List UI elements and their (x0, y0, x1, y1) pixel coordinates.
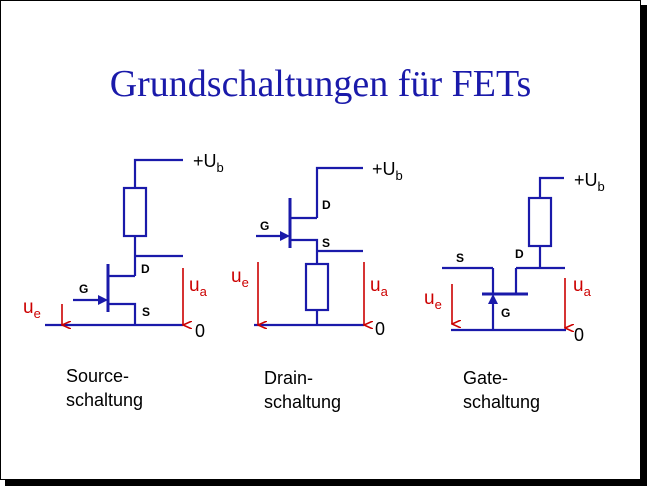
source-label: S (142, 305, 150, 319)
drain-resistor (122, 186, 148, 238)
supply-wire (315, 166, 363, 218)
drain-circuit: +Ub D G S ue ua 0 (231, 159, 403, 339)
source-resistor (304, 262, 330, 312)
source-label: S (322, 236, 330, 250)
drain-label: D (515, 247, 524, 261)
supply-label: +Ub (193, 151, 224, 175)
caption-line-1: Drain- (264, 368, 314, 388)
caption-line-1: Source- (66, 366, 130, 386)
drain-label: D (322, 198, 331, 212)
source-lead (290, 238, 319, 264)
ground-label: 0 (195, 321, 205, 341)
input-voltage-label: ue (231, 266, 249, 290)
caption-gate-circuit: Gate- schaltung (463, 366, 540, 414)
supply-wire (133, 158, 183, 188)
gate-label: G (79, 282, 88, 296)
page-title: Grundschaltungen für FETs (109, 63, 532, 105)
source-lead (108, 302, 137, 325)
slide (0, 0, 641, 480)
gate-arrow-icon (280, 231, 290, 241)
gate-label: G (260, 219, 269, 233)
supply-label: +Ub (372, 159, 403, 183)
input-voltage-label: ue (424, 288, 442, 312)
output-voltage-label: ua (189, 275, 208, 299)
input-voltage-label: ue (23, 297, 41, 321)
slide-shadow-right (641, 5, 647, 486)
caption-drain-circuit: Drain- schaltung (264, 366, 341, 414)
drain-label: D (141, 262, 150, 276)
caption-line-2: schaltung (66, 390, 144, 410)
gate-circuit: +Ub D S G ue ua 0 (424, 170, 605, 345)
source-label: S (456, 251, 464, 265)
caption-line-1: Gate- (463, 368, 509, 388)
supply-wire (538, 176, 564, 198)
output-voltage-label: ua (370, 275, 389, 299)
source-circuit: +Ub D G S ue ua 0 (23, 151, 224, 341)
slide-shadow-bottom (5, 480, 647, 486)
gate-arrow-icon (98, 295, 108, 305)
gate-arrow-icon (488, 294, 498, 304)
ground-label: 0 (574, 325, 584, 345)
gate-label: G (501, 306, 510, 320)
caption-line-2: schaltung (264, 392, 342, 412)
supply-label: +Ub (574, 170, 605, 194)
ground-label: 0 (375, 319, 385, 339)
drain-resistor (527, 196, 553, 248)
caption-source-circuit: Source- schaltung (66, 364, 143, 412)
caption-line-2: schaltung (463, 392, 541, 412)
output-voltage-label: ua (573, 275, 592, 299)
